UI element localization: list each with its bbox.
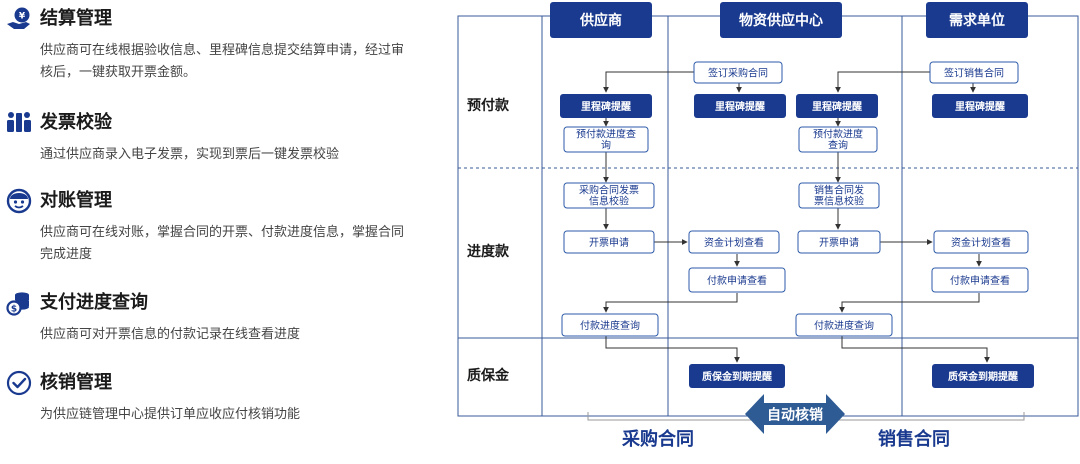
node-purchase-invoice-verification: 采购合同发票 信息校验 [563,182,655,209]
swimlane-diagram: 供应商 物资供应中心 需求单位 预付款 进度款 质保金 [457,2,1079,450]
node-prepayment-progress-query: 预付款进度查 询 [563,126,649,153]
node-milestone-reminder: 里程碑提醒 [932,94,1028,118]
auto-write-off-label: 自动核销 [767,407,823,424]
svg-text:开票申请: 开票申请 [819,236,859,249]
node-payment-application-view: 付款申请查看 [931,267,1029,293]
sales-contract-label: 销售合同 [878,428,950,450]
svg-text:付款申请查看: 付款申请查看 [707,274,767,287]
svg-text:资金计划查看: 资金计划查看 [704,236,764,249]
node-sign-purchase-contract: 签订采购合同 [693,61,783,84]
svg-text:付款进度查询: 付款进度查询 [580,319,640,332]
process-diagram: 供应商 物资供应中心 需求单位 预付款 进度款 质保金 [456,0,1080,460]
column-header-label: 物资供应中心 [739,12,823,29]
feature-desc: 供应商可对开票信息的付款记录在线查看进度 [40,327,301,342]
node-invoice-application: 开票申请 [797,230,881,254]
node-sales-invoice-verification: 销售合同发 票信息校验 [798,182,880,209]
svg-text:签订销售合同: 签订销售合同 [944,67,1004,80]
row-label-progress-payment: 进度款 [467,243,510,260]
settlement-icon: ¥ [7,7,30,29]
svg-text:询: 询 [601,139,611,152]
row-label-prepayment: 预付款 [467,97,510,114]
node-prepayment-progress-query: 预付款进度 查询 [798,126,878,153]
feature-title: 核销管理 [40,372,112,393]
svg-text:查询: 查询 [828,139,848,152]
svg-text:里程碑提醒: 里程碑提醒 [581,100,631,113]
node-sign-sales-contract: 签订销售合同 [929,61,1019,84]
svg-text:里程碑提醒: 里程碑提醒 [812,100,862,113]
node-payment-progress-query: 付款进度查询 [795,313,893,337]
svg-text:销售合同发: 销售合同发 [814,184,864,197]
svg-text:付款进度查询: 付款进度查询 [814,319,874,332]
svg-text:签订采购合同: 签订采购合同 [708,67,768,80]
column-header-supply-center: 物资供应中心 [720,2,842,38]
svg-text:票信息校验: 票信息校验 [814,195,864,208]
flow-connectors [603,71,990,363]
node-fund-plan-view: 资金计划查看 [933,230,1029,254]
purchase-contract-label: 采购合同 [621,428,694,450]
node-payment-progress-query: 付款进度查询 [561,313,659,337]
node-warranty-expiry-reminder: 质保金到期提醒 [689,364,785,388]
svg-text:质保金到期提醒: 质保金到期提醒 [948,370,1018,383]
svg-text:$: $ [11,305,17,315]
svg-text:付款申请查看: 付款申请查看 [950,274,1010,287]
node-payment-application-view: 付款申请查看 [688,267,786,293]
column-header-label: 供应商 [579,12,622,29]
feature-desc: 供应商可在线根据验收信息、里程碑信息提交结算申请，经过审核后，一键获取开票金额。 [40,43,405,80]
feature-title: 支付进度查询 [40,292,148,313]
svg-text:资金计划查看: 资金计划查看 [951,236,1011,249]
svg-text:里程碑提醒: 里程碑提醒 [715,100,765,113]
svg-text:质保金到期提醒: 质保金到期提醒 [702,370,772,383]
node-invoice-application: 开票申请 [563,230,655,254]
svg-text:信息校验: 信息校验 [589,195,629,208]
column-header-label: 需求单位 [949,12,1005,29]
feature-list: ¥ 结算管理 供应商可在线根据验收信息、里程碑信息提交结算申请，经过审核后，一键… [0,0,430,460]
svg-text:预付款进度: 预付款进度 [813,128,863,141]
svg-text:开票申请: 开票申请 [589,236,629,249]
feature-desc: 供应商可在线对账，掌握合同的开票、付款进度信息，掌握合同完成进度 [40,225,405,262]
svg-text:里程碑提醒: 里程碑提醒 [955,100,1005,113]
auto-write-off-arrow: 自动核销 [745,394,845,434]
column-header-demand-unit: 需求单位 [926,2,1028,38]
svg-text:¥: ¥ [19,12,26,22]
node-fund-plan-view: 资金计划查看 [688,230,780,254]
payment-progress-icon: $ [6,292,29,316]
node-milestone-reminder: 里程碑提醒 [796,94,878,118]
feature-title: 对账管理 [40,190,112,211]
svg-text:预付款进度查: 预付款进度查 [576,128,636,141]
node-milestone-reminder: 里程碑提醒 [560,94,652,118]
reconciliation-icon [6,188,32,214]
feature-title: 结算管理 [40,8,112,29]
column-header-supplier: 供应商 [550,2,652,38]
feature-title: 发票校验 [40,112,112,133]
invoice-check-icon [7,112,31,132]
svg-text:采购合同发票: 采购合同发票 [579,184,639,197]
node-warranty-expiry-reminder: 质保金到期提醒 [932,364,1034,388]
write-off-check-icon [6,370,32,396]
row-label-warranty: 质保金 [467,367,510,384]
node-milestone-reminder: 里程碑提醒 [694,94,786,118]
feature-desc: 为供应链管理中心提供订单应收应付核销功能 [40,407,301,422]
feature-desc: 通过供应商录入电子发票，实现到票后一键发票校验 [40,147,340,162]
